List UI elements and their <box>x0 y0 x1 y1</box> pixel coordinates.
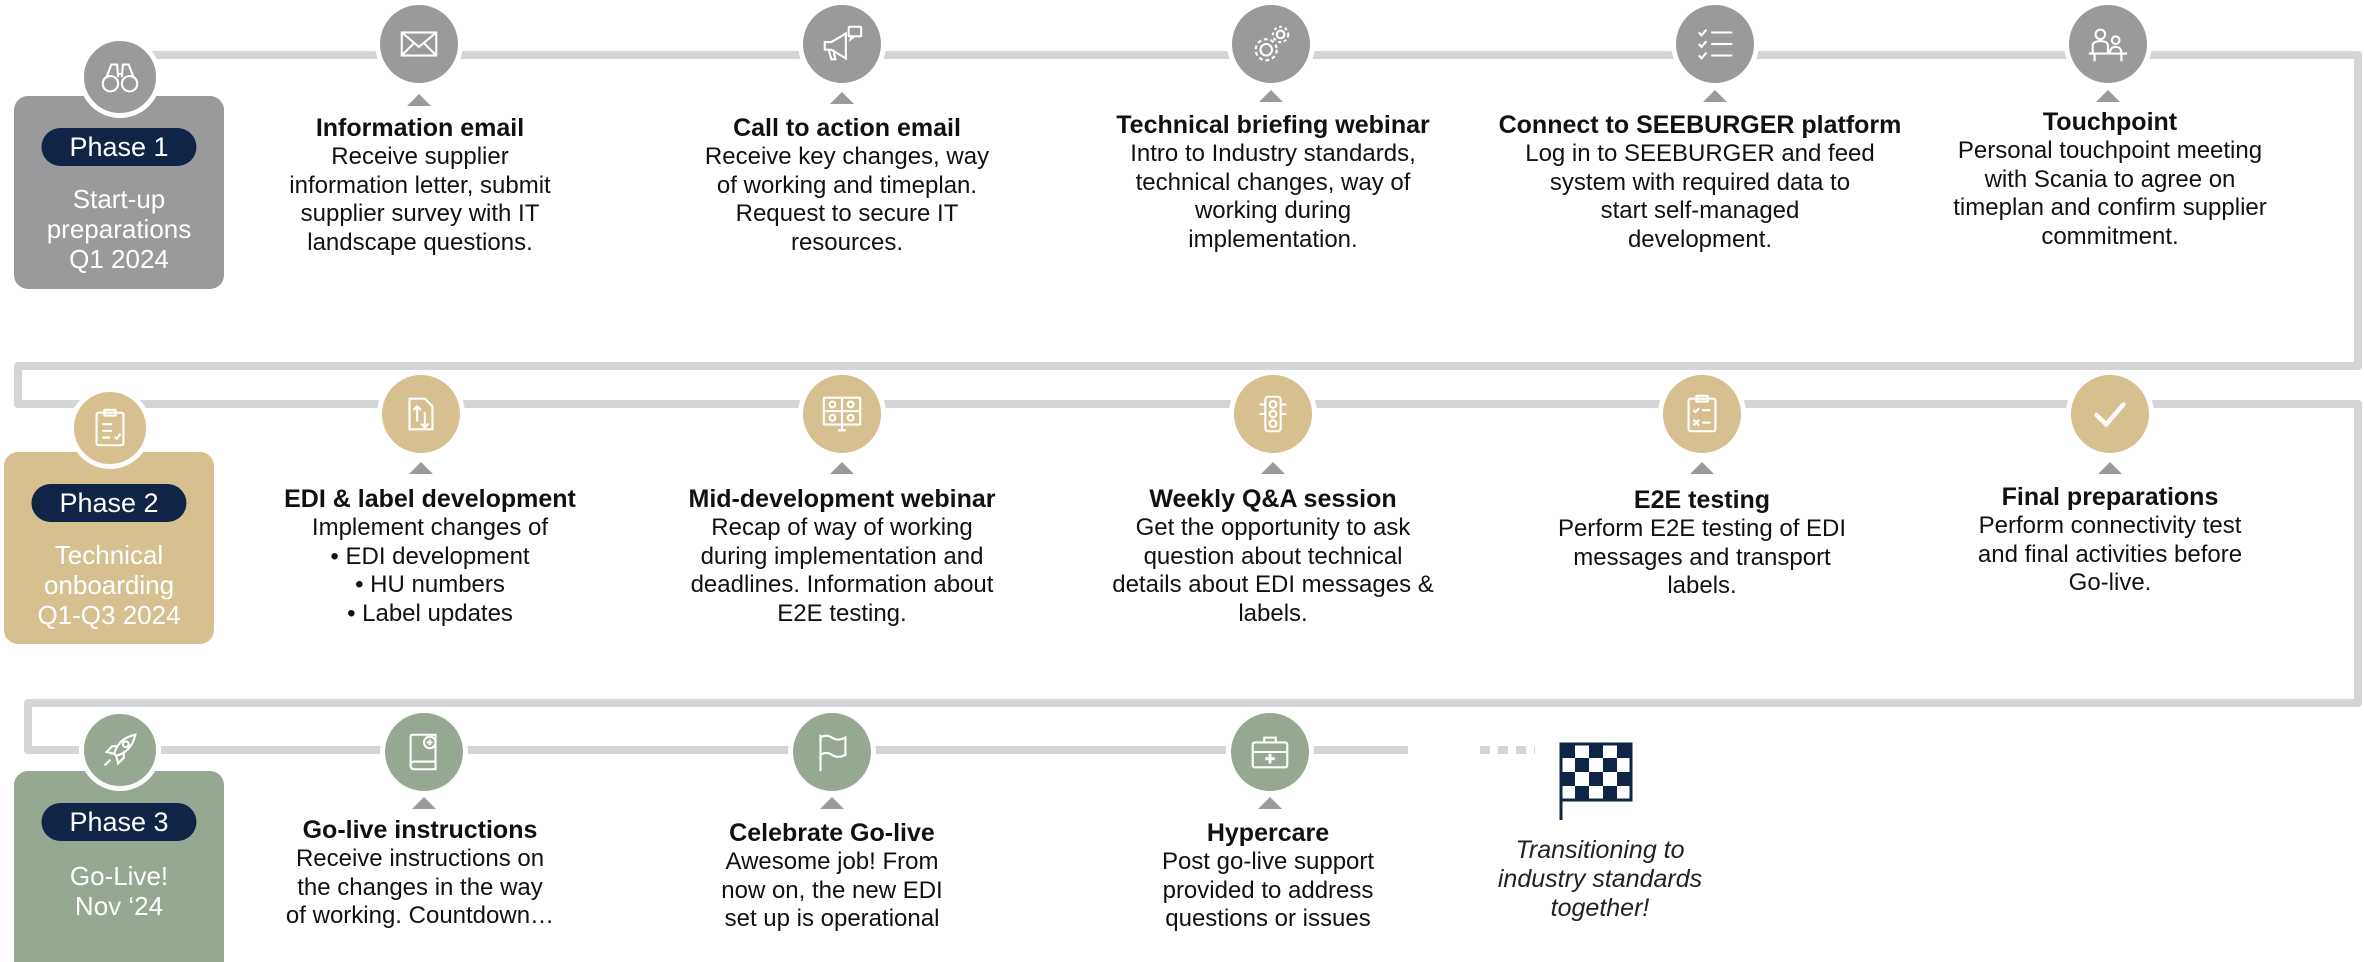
step-description: Get the opportunity to ask question abou… <box>1112 514 1434 627</box>
step-description: Perform connectivity test and final acti… <box>1977 512 2243 596</box>
phase-1-description: Start-up preparations Q1 2024 <box>46 184 192 274</box>
step-description: Log in to SEEBURGER and feed system with… <box>1525 140 1875 253</box>
step-title: Information email <box>315 114 525 142</box>
step-pointer <box>830 92 854 104</box>
step-title: Touchpoint <box>2042 108 2178 136</box>
step-pointer <box>820 797 844 809</box>
step-mid-development-webinar: Mid-development webinar Recap of way of … <box>652 485 1032 628</box>
step-pointer <box>1259 90 1283 102</box>
clipboard-checklist-icon <box>69 387 151 469</box>
phase-2-card: Phase 2 Technical onboarding Q1-Q3 2024 <box>4 452 214 644</box>
step-title: Mid-development webinar <box>688 485 996 513</box>
step-pointer <box>1690 462 1714 474</box>
step-description: Receive instructions on the changes in t… <box>285 845 555 929</box>
step-go-live-instructions: Go-live instructions Receive instruction… <box>250 816 590 931</box>
meeting-icon <box>2064 0 2152 88</box>
step-e2e-testing: E2E testing Perform E2E testing of EDI m… <box>1522 486 1882 601</box>
phase-3-description: Go-Live! Nov ‘24 <box>69 861 169 921</box>
checkered-flag-icon <box>1559 742 1633 820</box>
step-information-email: Information email Receive supplier infor… <box>250 114 590 257</box>
step-call-to-action-email: Call to action email Receive key changes… <box>672 114 1022 257</box>
step-title: Hypercare <box>1206 819 1330 847</box>
step-edi-label-development: EDI & label development Implement change… <box>260 485 600 628</box>
gears-icon <box>1227 0 1315 88</box>
step-celebrate-go-live: Celebrate Go-live Awesome job! From now … <box>672 819 992 934</box>
step-description: Receive key changes, way of working and … <box>704 143 990 256</box>
step-touchpoint: Touchpoint Personal touchpoint meeting w… <box>1920 108 2300 251</box>
step-title: Call to action email <box>733 114 961 142</box>
step-pointer <box>2096 90 2120 102</box>
phase-3-badge: Phase 3 <box>41 803 197 841</box>
step-title: Celebrate Go-live <box>729 819 935 847</box>
step-title: Weekly Q&A session <box>1149 485 1397 513</box>
step-title: Go-live instructions <box>302 816 538 844</box>
flag-icon <box>788 708 876 796</box>
phase-3-card: Phase 3 Go-Live! Nov ‘24 <box>14 771 224 962</box>
traffic-light-icon <box>1229 370 1317 458</box>
step-technical-briefing-webinar: Technical briefing webinar Intro to Indu… <box>1093 111 1453 254</box>
phase-2-description: Technical onboarding Q1-Q3 2024 <box>37 540 181 630</box>
step-description: Recap of way of working during implement… <box>690 514 994 627</box>
document-exchange-icon <box>377 370 465 458</box>
step-hypercare: Hypercare Post go-live support provided … <box>1108 819 1428 934</box>
step-title: Technical briefing webinar <box>1116 111 1430 139</box>
step-pointer <box>2098 462 2122 474</box>
step-pointer <box>1703 90 1727 102</box>
megaphone-icon <box>798 0 886 88</box>
step-description: Intro to Industry standards, technical c… <box>1130 140 1416 253</box>
step-pointer <box>412 797 436 809</box>
video-conference-icon <box>798 370 886 458</box>
step-pointer <box>830 462 854 474</box>
step-title: E2E testing <box>1633 486 1771 514</box>
step-description: Post go-live support provided to address… <box>1161 848 1375 932</box>
step-title: EDI & label development <box>284 485 576 513</box>
first-aid-kit-icon <box>1226 708 1314 796</box>
phase-1-badge: Phase 1 <box>41 128 197 166</box>
envelope-icon <box>375 0 463 88</box>
step-pointer <box>409 462 433 474</box>
rocket-icon <box>79 709 161 791</box>
step-description: Receive supplier information letter, sub… <box>289 143 551 256</box>
binoculars-icon <box>79 36 161 118</box>
manual-icon <box>380 708 468 796</box>
clipboard-test-icon <box>1658 370 1746 458</box>
step-description: Perform E2E testing of EDI messages and … <box>1557 515 1847 599</box>
step-description: Awesome job! From now on, the new EDI se… <box>721 848 943 932</box>
step-weekly-qa-session: Weekly Q&A session Get the opportunity t… <box>1073 485 1473 628</box>
step-pointer <box>1261 462 1285 474</box>
phase-2-badge: Phase 2 <box>31 484 187 522</box>
step-pointer <box>407 94 431 106</box>
phase-1-card: Phase 1 Start-up preparations Q1 2024 <box>14 96 224 289</box>
checkmark-icon <box>2066 370 2154 458</box>
step-final-preparations: Final preparations Perform connectivity … <box>1930 483 2290 598</box>
step-description: Personal touchpoint meeting with Scania … <box>1953 137 2267 250</box>
step-connect-to-seeburger: Connect to SEEBURGER platform Log in to … <box>1495 111 1905 254</box>
step-description: Implement changes of • EDI development •… <box>311 514 549 627</box>
step-pointer <box>1258 797 1282 809</box>
step-title: Final preparations <box>2001 483 2219 511</box>
checklist-icon <box>1671 0 1759 88</box>
finale-text: Transitioning to industry standards toge… <box>1497 836 1703 922</box>
step-title: Connect to SEEBURGER platform <box>1498 111 1902 139</box>
